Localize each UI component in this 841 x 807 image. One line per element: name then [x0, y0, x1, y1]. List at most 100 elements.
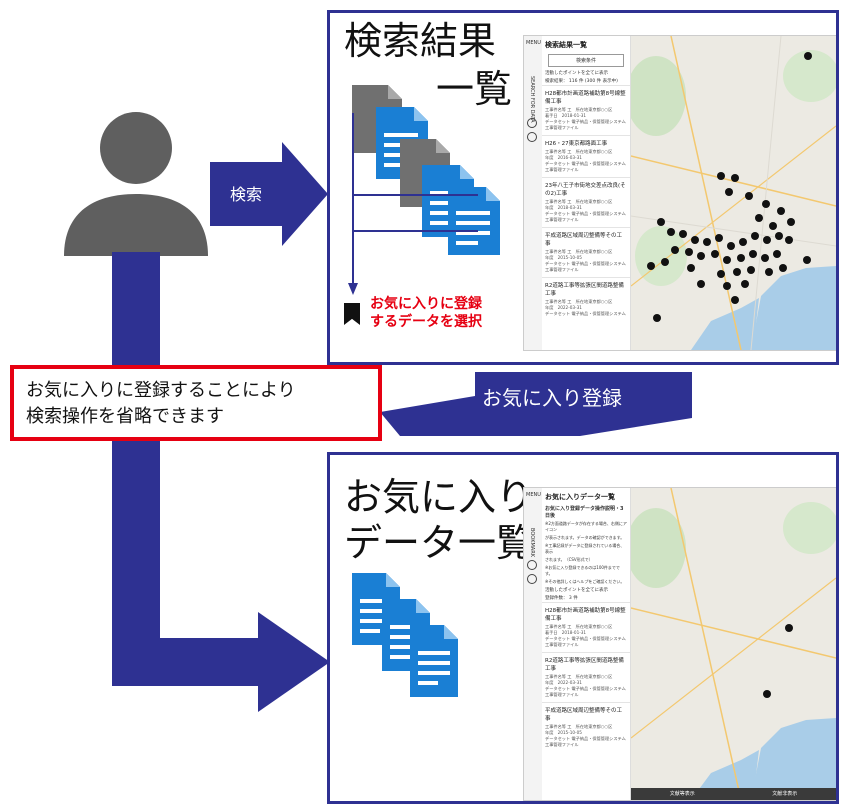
item-row: 年度 2015-10-05 — [545, 255, 582, 260]
note-line: されます。（CSV形式で） — [545, 557, 593, 562]
item-row: 年度 2022-03-31 — [545, 680, 582, 685]
registered-count: 登録件数： 3 件 — [545, 596, 578, 601]
item-row: 年度 2018-03-31 — [545, 205, 582, 210]
list-item[interactable]: H26・27東京都路面工事 工事件名等 工 所在地東京都○○区 年度 2016-… — [542, 135, 630, 177]
item-row: 工事件名等 工 所在地東京都○○区 — [545, 674, 613, 679]
flow-horizontal-bar — [112, 638, 262, 686]
menu-button[interactable]: MENU — [526, 40, 541, 46]
result-count: 検索結果： 116 件 (300 件 表示中) — [545, 79, 618, 84]
item-row: 工事件名等 工 所在地東京都○○区 — [545, 149, 613, 154]
item-row: データセット 電子納品・保管管理システム — [545, 211, 626, 216]
favorites-panel: お気に入り データ一覧 MENU BOOKMARK お気に入りデータ一覧 お気に… — [327, 452, 839, 804]
favorite-register-arrow — [380, 372, 692, 436]
favorite-markers — [763, 624, 793, 698]
item-title: H28都市計画道路補助第8号線整備工事 — [545, 91, 626, 105]
callout-box: お気に入りに登録することにより 検索操作を省略できます — [10, 365, 382, 441]
item-title: 平成道路区域周辺整備等その工事 — [545, 233, 623, 247]
item-row: 工事件名等 工 所在地東京都○○区 — [545, 107, 613, 112]
panel-title-line-1: お気に入り — [344, 475, 535, 519]
note-line: ※工事記録がデータに登録されている場合、表示 — [545, 543, 625, 554]
search-app-screenshot: MENU SEARCH FOR DATA 検索結果一覧 検索条件 活動したポイン… — [523, 35, 836, 351]
item-row: 工事管理ファイル — [545, 742, 579, 747]
sidebar-vertical-label: BOOKMARK — [529, 528, 535, 557]
favorites-list-pane: お気に入りデータ一覧 お気に入り登録データ操作説明・3日後 ※2方面道路データが… — [542, 488, 631, 800]
person-icon — [64, 112, 208, 256]
search-arrow-label: 検索 — [229, 185, 262, 204]
settings-icon[interactable] — [527, 574, 537, 584]
search-results-panel: 検索結果 一覧 お気に入りに — [327, 10, 839, 365]
map-pin-icon[interactable] — [527, 560, 537, 570]
item-row: データセット 電子納品・保管管理システム — [545, 119, 626, 124]
item-row: 工事管理ファイル — [545, 267, 579, 272]
item-row: 工事件名等 工 所在地東京都○○区 — [545, 299, 613, 304]
list-item[interactable]: H28都市計画道路補助第8号線整備工事 工事件名等 工 所在地東京都○○区 着手… — [542, 85, 630, 135]
bookmark-icon — [344, 303, 360, 325]
item-title: H28都市計画道路補助第8号線整備工事 — [545, 608, 626, 622]
item-row: 工事件名等 工 所在地東京都○○区 — [545, 624, 613, 629]
item-title: 23年八王子市街地交差点改良(その2)工事 — [545, 183, 626, 197]
list-item[interactable]: 平成道路区域周辺整備等その工事 工事件名等 工 所在地東京都○○区 年度 201… — [542, 702, 630, 752]
item-title: H26・27東京都路面工事 — [545, 141, 608, 147]
results-list-pane: 検索結果一覧 検索条件 活動したポイントを全てに表示 検索結果： 116 件 (… — [542, 36, 631, 350]
item-row: データセット 電子納品・保管管理システム — [545, 311, 626, 316]
list-item[interactable]: R2道路工事等拡張区間道路整備工事 工事件名等 工 所在地東京都○○区 年度 2… — [542, 277, 630, 321]
select-note-line-2: するデータを選択 — [370, 314, 482, 330]
item-title: R2道路工事等拡張区間道路整備工事 — [545, 283, 624, 297]
list-item[interactable]: H28都市計画道路補助第8号線整備工事 工事件名等 工 所在地東京都○○区 着手… — [542, 602, 630, 652]
item-row: 工事管理ファイル — [545, 125, 579, 130]
map-view[interactable]: 文献等表示 文献非表示 — [631, 488, 836, 800]
note-line: が表示されます。データの確認ができます。 — [545, 535, 625, 540]
show-all-checkbox[interactable]: 活動したポイントを全てに表示 — [545, 71, 608, 76]
list-item[interactable]: 平成道路区域周辺整備等その工事 工事件名等 工 所在地東京都○○区 年度 201… — [542, 227, 630, 277]
item-row: データセット 電子納品・保管管理システム — [545, 736, 626, 741]
settings-icon[interactable] — [527, 132, 537, 142]
map-bottom-tabs: 文献等表示 文献非表示 — [631, 788, 836, 800]
item-row: 工事管理ファイル — [545, 217, 579, 222]
item-row: 工事管理ファイル — [545, 642, 579, 647]
bottom-tab[interactable]: 文献等表示 — [669, 791, 695, 797]
item-row: データセット 電子納品・保管管理システム — [545, 636, 626, 641]
note-line: ※その他詳しくはヘルプをご確認ください。 — [545, 579, 625, 584]
item-row: データセット 電子納品・保管管理システム — [545, 161, 626, 166]
bottom-tab[interactable]: 文献非表示 — [772, 791, 798, 797]
flow-arrow-head — [258, 612, 330, 712]
marker-cluster — [647, 52, 812, 322]
flow-vertical-bar — [112, 252, 160, 647]
callout-line-2: 検索操作を省略できます — [26, 406, 224, 427]
item-row: 年度 2022-03-31 — [545, 305, 582, 310]
favorite-documents-icon — [352, 573, 458, 697]
search-condition-button[interactable]: 検索条件 — [548, 54, 624, 67]
item-row: 着手日 2018-01-31 — [545, 113, 587, 118]
note-line: ※2方面道路データが存在する場合、右側にアイコン — [545, 521, 627, 532]
select-note-line-1: お気に入りに登録 — [370, 296, 482, 312]
document-stack-icon — [352, 85, 500, 255]
map-pin-icon[interactable] — [527, 118, 537, 128]
favorites-app-screenshot: MENU BOOKMARK お気に入りデータ一覧 お気に入り登録データ操作説明・… — [523, 487, 836, 801]
sidebar-vertical-label: SEARCH FOR DATA — [529, 76, 535, 123]
map-view[interactable] — [631, 36, 836, 350]
item-row: データセット 電子納品・保管管理システム — [545, 261, 626, 266]
select-note: お気に入りに登録 するデータを選択 — [370, 295, 482, 331]
item-row: 年度 2015-10-05 — [545, 730, 582, 735]
item-row: 着手日 2018-01-31 — [545, 630, 587, 635]
list-item[interactable]: 23年八王子市街地交差点改良(その2)工事 工事件名等 工 所在地東京都○○区 … — [542, 177, 630, 227]
selection-lines — [348, 113, 478, 295]
search-arrow — [210, 142, 328, 246]
app-sidebar: MENU SEARCH FOR DATA — [524, 36, 543, 350]
item-row: 工事件名等 工 所在地東京都○○区 — [545, 249, 613, 254]
panel-title-line-1: 検索結果 — [344, 19, 497, 63]
map-graphic — [631, 36, 836, 350]
item-row: 工事管理ファイル — [545, 692, 579, 697]
show-all-checkbox[interactable]: 活動したポイントを全てに表示 — [545, 588, 608, 593]
panel-title-line-2: 一覧 — [436, 67, 513, 111]
favorite-register-label: お気に入り登録 — [482, 386, 622, 410]
panel-title-line-2: データ一覧 — [344, 521, 535, 565]
list-title: お気に入りデータ一覧 — [545, 493, 615, 501]
list-title: 検索結果一覧 — [545, 41, 587, 49]
list-item[interactable]: R2道路工事等拡張区間道路整備工事 工事件名等 工 所在地東京都○○区 年度 2… — [542, 652, 630, 702]
note-line: ※お気に入り登録できるのは100件までです。 — [545, 565, 620, 576]
item-row: 年度 2016-03-31 — [545, 155, 582, 160]
app-sidebar: MENU BOOKMARK — [524, 488, 543, 800]
menu-button[interactable]: MENU — [526, 492, 541, 498]
item-row: 工事管理ファイル — [545, 167, 579, 172]
